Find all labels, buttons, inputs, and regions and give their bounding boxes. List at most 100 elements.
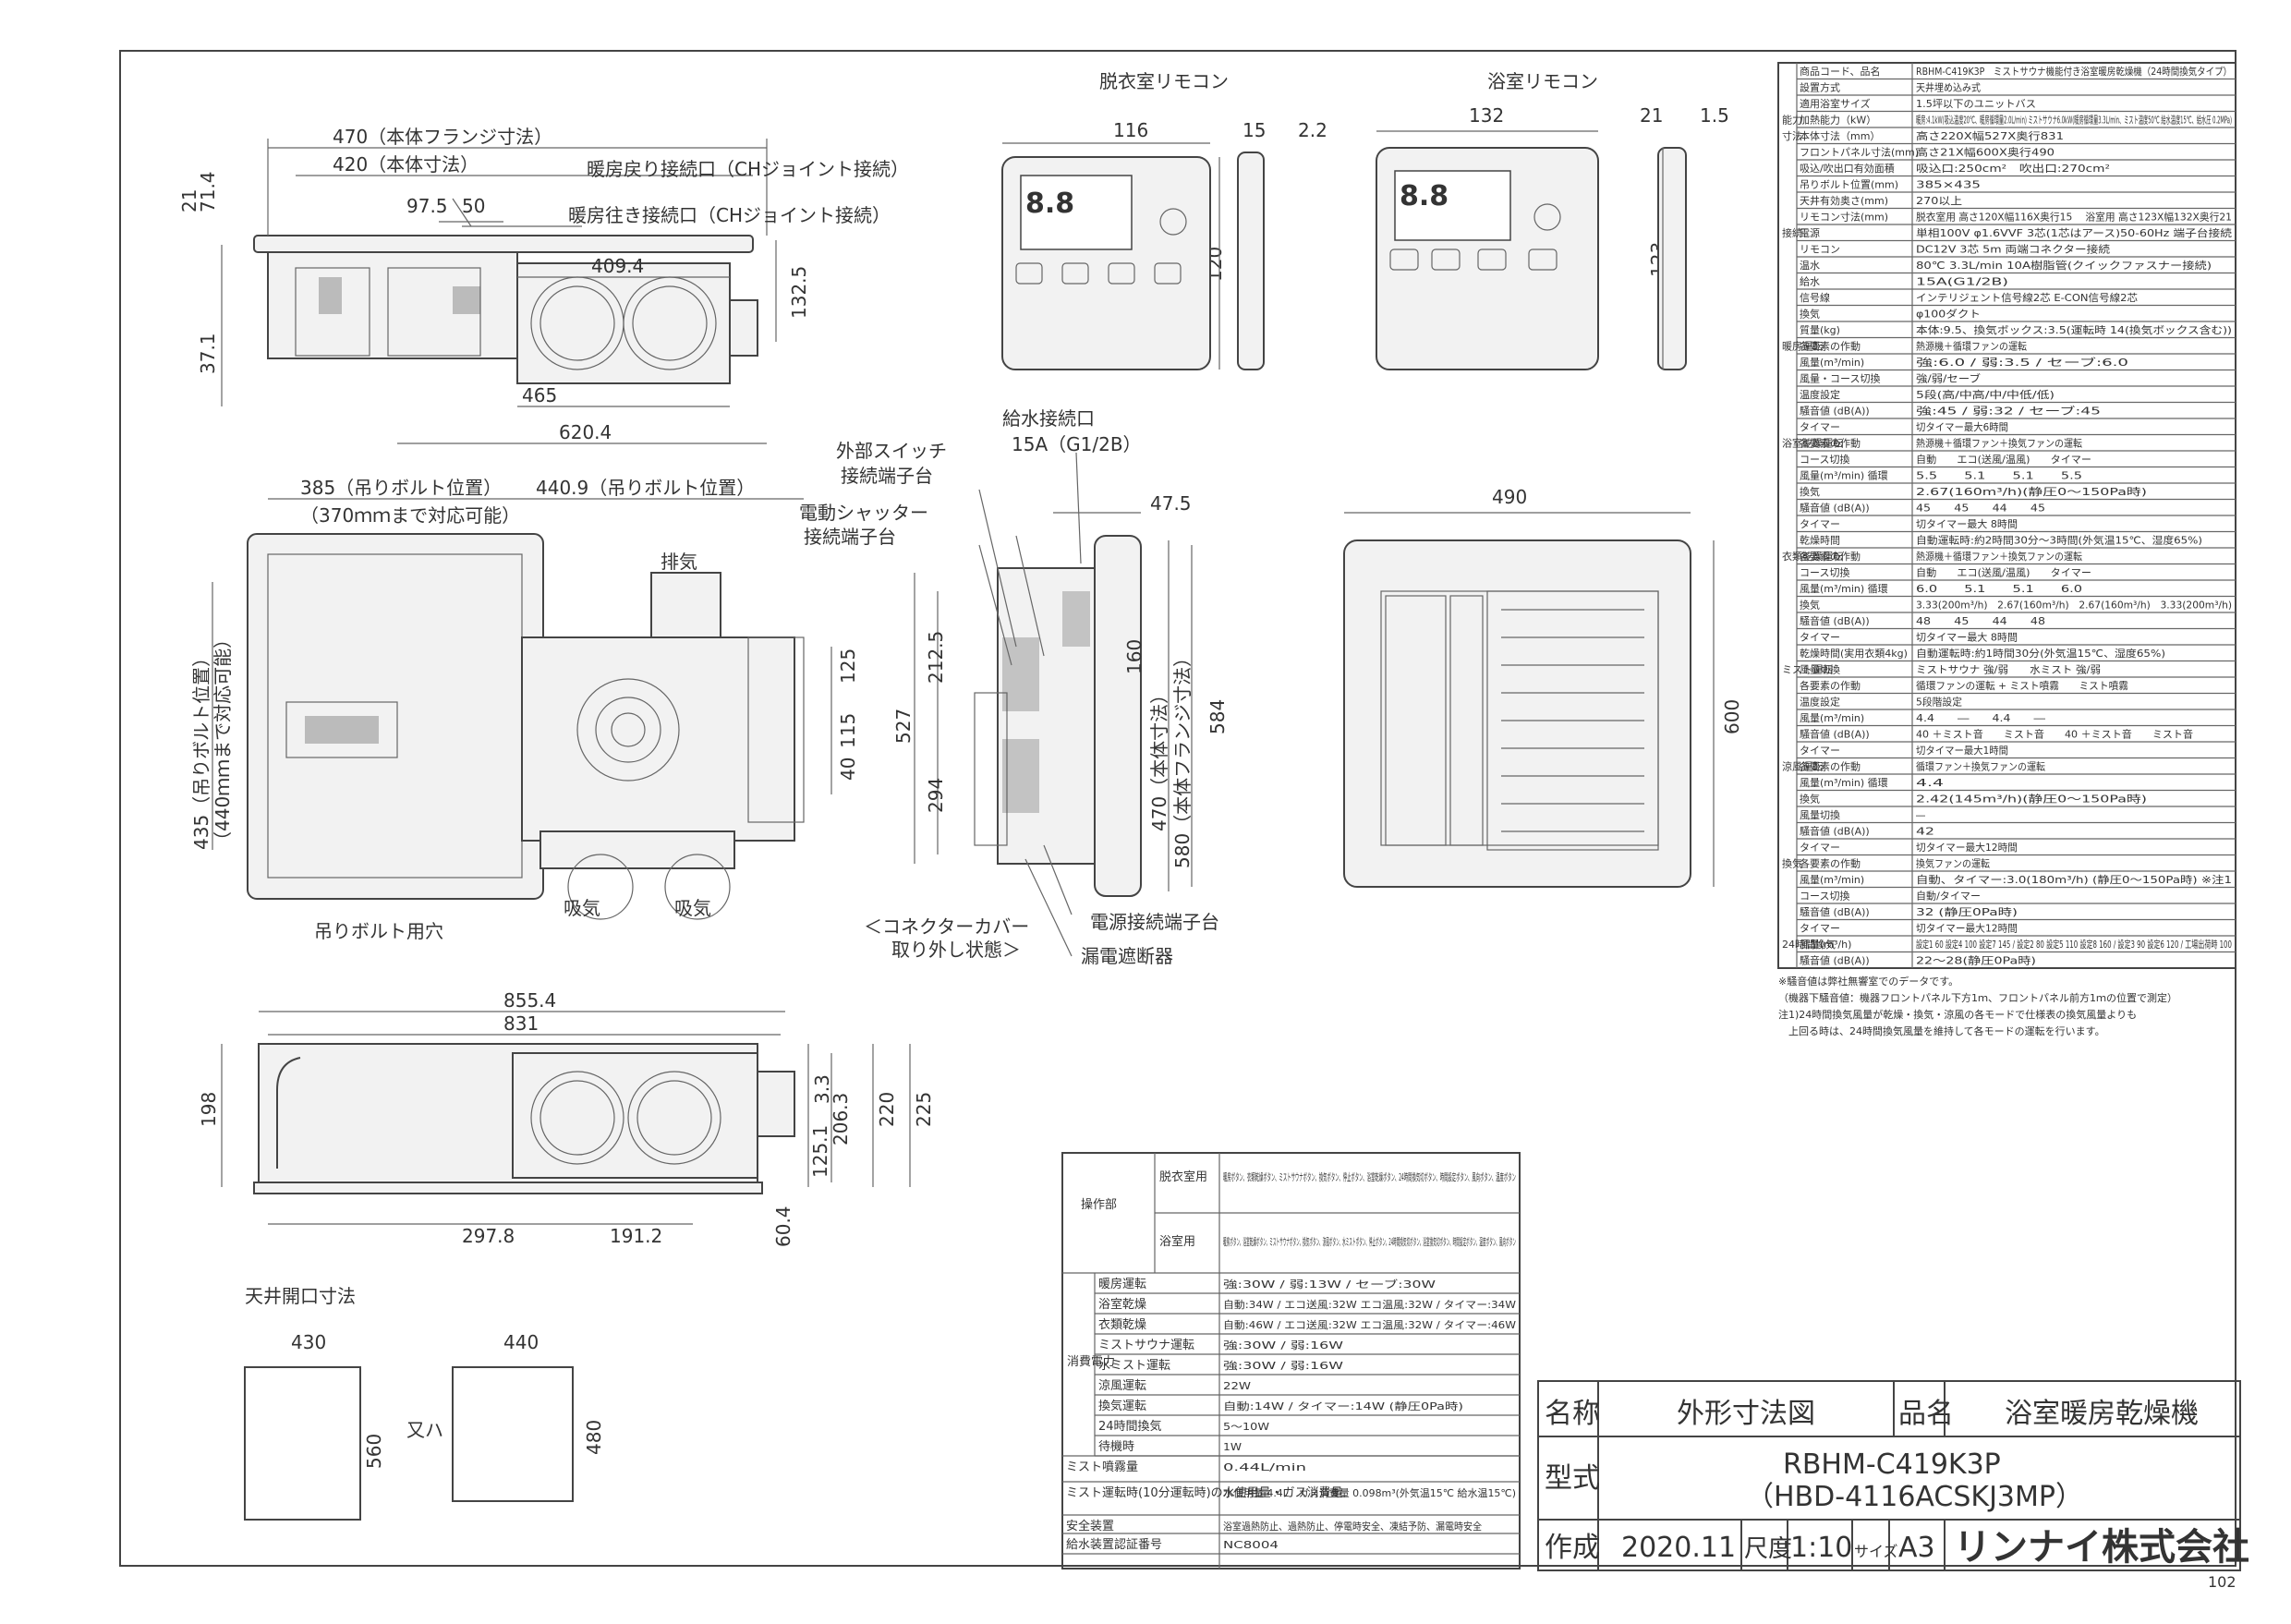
spec-row-header: リモコン	[1800, 244, 1840, 256]
remote-bath: 8.8	[1376, 130, 1687, 370]
power-bath-value: 暖房ボタン、浴室乾燥ボタン、ミストサウナボタン、換気ボタン、涼風ボタン、水ミスト…	[1223, 1235, 1516, 1248]
spec-row-header: 風量・コース切換	[1800, 373, 1880, 385]
spec-row-header: 温度設定	[1800, 388, 1840, 401]
spec-row-value: 暖房:4.1kW(吸込温度20℃、暖房循環量2.0L/min) ミストサウナ6.…	[1916, 114, 2232, 127]
spec-row-header: 換気	[1800, 793, 1820, 806]
power-row-label: 暖房運転	[1098, 1277, 1146, 1291]
dim-132b: 132	[1469, 104, 1504, 127]
tb-name-value: 外形寸法図	[1677, 1398, 1815, 1430]
dim-580: 580（本体フランジ寸法）	[1171, 648, 1194, 868]
spec-row-header: 設置方式	[1800, 81, 1840, 94]
spec-group-label: 24時間換気	[1782, 938, 1836, 951]
spec-row-value: 切タイマー最大 8時間	[1916, 631, 2018, 644]
power-row-value: 5～10W	[1223, 1421, 1269, 1433]
dim-294: 294	[925, 778, 947, 813]
tb-scale-value: 1:10	[1790, 1532, 1852, 1564]
label-ceiling-opening: 天井開口寸法	[245, 1285, 356, 1307]
tb-size-label: サイズ	[1854, 1543, 1898, 1560]
dim-370: （370ｍｍまで対応可能）	[300, 504, 520, 527]
label-bolt-hole: 吊りボルト用穴	[314, 920, 443, 942]
spec-row-value: 強:6.0 / 弱:3.5 / セーブ:6.0	[1916, 356, 2128, 369]
spec-row-header: コース切換	[1800, 454, 1849, 466]
spec-row-header: 換気	[1800, 599, 1820, 612]
power-row-label: 換気運転	[1098, 1399, 1146, 1413]
title-block	[1537, 1380, 2241, 1571]
spec-row-value: 48 45 44 48	[1916, 615, 2045, 627]
spec-row-header: 吸込/吹出口有効面積	[1800, 162, 1895, 175]
spec-row-header: 天井有効奥さ(mm)	[1800, 194, 1888, 207]
spec-row-header: 風量(m³/min) 循環	[1800, 777, 1888, 789]
spec-row-header: 吊りボルト位置(mm)	[1800, 178, 1898, 191]
power-group-label: 消費電力	[1067, 1355, 1115, 1369]
spec-row-header: 各要素の作動	[1800, 340, 1861, 353]
spec-row-header: 各要素の作動	[1800, 679, 1861, 692]
label-intake-1: 吸気	[564, 897, 600, 919]
power-row-value: NC8004	[1223, 1539, 1279, 1551]
spec-row-value: 循環ファン＋換気ファンの運転	[1916, 760, 2045, 773]
spec-row-header: 各要素の作動	[1800, 857, 1861, 870]
spec-row-value: 循環ファンの運転 + ミスト噴霧 ミスト噴霧	[1916, 680, 2128, 692]
dim-22: 2.2	[1298, 119, 1327, 141]
spec-note: （機器下騒音値：機器フロントパネル下方1ｍ、フロントパネル前方1ｍの位置で測定）	[1778, 991, 2177, 1004]
power-row-label: ミスト運転時(10分運転時)の水使用量・ガス消費量	[1066, 1485, 1343, 1500]
spec-row-value: 自動 エコ(送風/温風) タイマー	[1916, 453, 2091, 466]
spec-row-header: 騒音値 (dB(A))	[1800, 905, 1870, 918]
dim-600: 600	[1721, 699, 1743, 734]
power-row-value: 自動:34W / エコ送風:32W エコ温風:32W / タイマー:34W	[1223, 1298, 1516, 1311]
spec-row-header: 風量切換	[1800, 664, 1840, 676]
spec-row-header: 騒音値 (dB(A))	[1800, 614, 1870, 627]
spec-row-value: 22～28(静圧0Pa時)	[1916, 954, 2036, 967]
spec-row-value: 天井埋め込み式	[1916, 81, 1981, 94]
tb-made-label: 作成	[1545, 1532, 1600, 1564]
dim-560: 560	[363, 1434, 385, 1469]
power-row-value: 1W	[1223, 1441, 1242, 1453]
spec-row-value: 45 45 44 45	[1916, 503, 2045, 515]
spec-row-value: 切タイマー最大 8時間	[1916, 517, 2018, 530]
dim-116: 116	[1113, 119, 1148, 141]
spec-row-value: 270以上	[1916, 195, 1962, 207]
front-view	[914, 452, 1193, 957]
dim-855: 855.4	[503, 989, 556, 1012]
spec-group-label: 換気	[1782, 857, 1802, 870]
power-dressing-label: 脱衣室用	[1159, 1170, 1207, 1184]
spec-row-header: 信号線	[1800, 291, 1830, 304]
dim-115: 115	[837, 713, 859, 748]
spec-row-value: 単相100V φ1.6VVF 3芯(1芯はアース)50-60Hz 端子台接続	[1916, 226, 2232, 239]
opening-2	[452, 1366, 574, 1502]
dim-198: 198	[198, 1092, 220, 1127]
remote-bath-digits: 8.8	[1400, 180, 1449, 212]
spec-row-header: タイマー	[1800, 842, 1840, 854]
spec-row-value: 5段階設定	[1916, 696, 1962, 709]
spec-row-header: コース切換	[1800, 891, 1849, 903]
front-panel-view	[1343, 512, 1715, 888]
label-return-port: 暖房戻り接続口（CHジョイント接続）	[587, 158, 909, 180]
spec-row-value: 自動/タイマー	[1916, 890, 1981, 903]
spec-row-header: 風量(m³/min)	[1800, 874, 1864, 886]
spec-row-value: 32 (静圧0Pa時)	[1916, 905, 2018, 918]
dim-385: 385（吊りボルト位置）	[300, 477, 502, 499]
tb-model-label: 型式	[1545, 1462, 1600, 1495]
top-view	[212, 498, 832, 920]
spec-row-value: 熱源機＋循環ファン＋換気ファンの運転	[1916, 550, 2082, 563]
tb-size-value: A3	[1898, 1532, 1935, 1564]
spec-row-value: 4.4 ― 4.4 ―	[1916, 712, 2045, 724]
dim-527: 527	[892, 709, 915, 744]
bottom-view	[221, 1011, 911, 1225]
tb-name-label: 名称	[1545, 1398, 1600, 1430]
spec-note: 注1)24時間換気風量が乾燥・換気・涼風の各モードで仕様表の換気風量よりも	[1778, 1008, 2137, 1021]
tb-scale-label: 尺度	[1744, 1535, 1792, 1563]
spec-row-value: 2.67(160m³/h)(静圧0～150Pa時)	[1916, 485, 2147, 498]
dim-480: 480	[583, 1420, 605, 1455]
spec-row-header: 換気	[1800, 308, 1820, 321]
spec-row-value: φ100ダクト	[1916, 308, 1981, 321]
dim-440: 440.9（吊りボルト位置）	[536, 477, 755, 499]
dim-37: 37.1	[197, 333, 219, 374]
page-number: 102	[2208, 1573, 2236, 1591]
spec-row-value: 自動 エコ(送風/温風) タイマー	[1916, 566, 2091, 579]
dim-71: 71.4	[197, 171, 219, 212]
dim-97: 97.5	[406, 195, 448, 217]
spec-row-header: 加熱能力（kW）	[1800, 114, 1876, 127]
power-row-label: ミスト噴霧量	[1066, 1460, 1138, 1474]
dim-584: 584	[1206, 699, 1229, 734]
